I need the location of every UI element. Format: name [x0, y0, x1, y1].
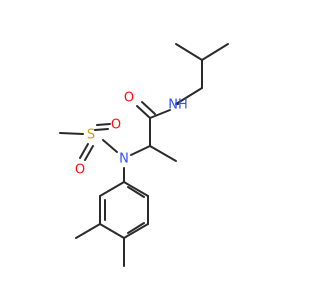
atom-label-o: O: [124, 91, 134, 106]
molecule-structure: O NH N S O O: [59, 43, 229, 267]
bond: [75, 223, 101, 239]
bond: [127, 186, 145, 198]
bond: [59, 132, 84, 135]
atom-label-nh: NH: [168, 98, 188, 113]
atom-label-n: N: [119, 152, 129, 167]
bond: [130, 145, 151, 156]
bond: [136, 105, 151, 119]
atom-label-o: O: [75, 163, 85, 178]
bond: [123, 223, 149, 239]
bond: [94, 128, 109, 131]
atom-label-o: O: [111, 118, 121, 133]
bond: [84, 145, 94, 161]
bond: [149, 109, 171, 119]
bond: [201, 43, 229, 61]
bond: [141, 101, 156, 115]
bond: [127, 222, 145, 234]
bond: [149, 145, 177, 162]
bond: [175, 87, 203, 105]
bond: [96, 123, 111, 126]
bond: [102, 139, 118, 153]
bond: [123, 181, 149, 197]
bond: [175, 43, 203, 61]
bond: [99, 223, 125, 239]
atom-label-s: S: [87, 128, 95, 143]
bond: [79, 143, 89, 159]
bond: [99, 181, 125, 197]
